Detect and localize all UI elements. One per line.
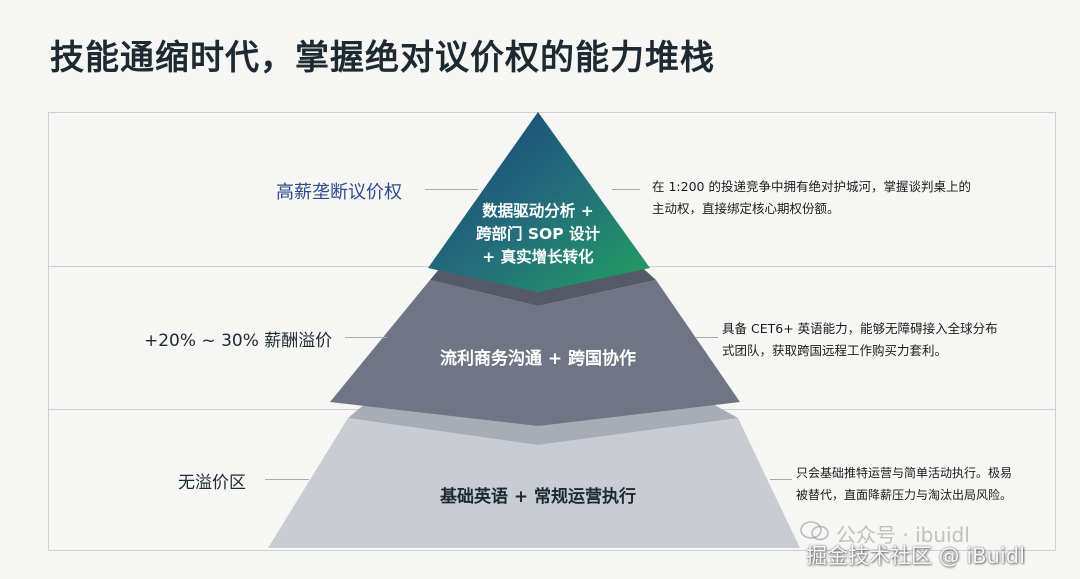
description-bottom-line-2: 被替代，直面降薪压力与淘汰出局风险。 [796, 488, 1013, 502]
connector-middle-right [696, 337, 718, 338]
frame-bottom-line [48, 550, 1056, 551]
description-middle-line-2: 式团队，获取跨国远程工作购买力套利。 [722, 343, 948, 358]
description-middle-line-1: 具备 CET6+ 英语能力，能够无障碍接入全球分布 [722, 321, 998, 336]
frame-top-line [48, 112, 1056, 113]
connector-top-right [612, 189, 640, 190]
watermark-main: 掘金技术社区 @ iBuidl [806, 544, 1025, 568]
top-layer-line-1: 数据驱动分析 + [482, 202, 594, 220]
frame-right-line [1055, 112, 1056, 550]
description-top-line-2: 主动权，直接绑定核心期权份额。 [652, 201, 840, 216]
page-title: 技能通缩时代，掌握绝对议价权的能力堆栈 [50, 38, 715, 78]
connector-top-left [425, 189, 478, 190]
top-layer-text: 数据驱动分析 + 跨部门 SOP 设计 + 真实增长转化 [458, 200, 618, 269]
top-layer-line-3: + 真实增长转化 [482, 248, 594, 266]
description-bottom: 只会基础推特运营与简单活动执行。极易 被替代，直面降薪压力与淘汰出局风险。 [796, 462, 1046, 506]
top-layer [428, 112, 650, 292]
bottom-layer [268, 418, 800, 548]
description-middle: 具备 CET6+ 英语能力，能够无障碍接入全球分布 式团队，获取跨国远程工作购买… [722, 318, 1042, 362]
top-layer-line-2: 跨部门 SOP 设计 [476, 225, 600, 243]
middle-layer-text: 流利商务沟通 + 跨国协作 [439, 349, 637, 369]
middle-layer [330, 280, 740, 426]
bottom-layer-text: 基础英语 + 常规运营执行 [439, 487, 637, 507]
watermark-faint: 公众号 · ibuidl [836, 523, 970, 547]
connector-bottom-right [770, 479, 792, 480]
description-top: 在 1:200 的投递竞争中拥有绝对护城河，掌握谈判桌上的 主动权，直接绑定核心… [652, 176, 1032, 220]
connector-bottom-left [265, 479, 309, 480]
frame-left-line [48, 112, 49, 550]
description-bottom-line-1: 只会基础推特运营与简单活动执行。极易 [796, 466, 1013, 480]
level-label-middle: +20% ~ 30% 薪酬溢价 [144, 331, 333, 351]
description-top-line-1: 在 1:200 的投递竞争中拥有绝对护城河，掌握谈判桌上的 [652, 179, 971, 194]
level-label-bottom: 无溢价区 [178, 473, 246, 493]
connector-middle-left [345, 337, 387, 338]
level-label-top: 高薪垄断议价权 [276, 182, 402, 203]
wechat-icon [800, 521, 829, 541]
